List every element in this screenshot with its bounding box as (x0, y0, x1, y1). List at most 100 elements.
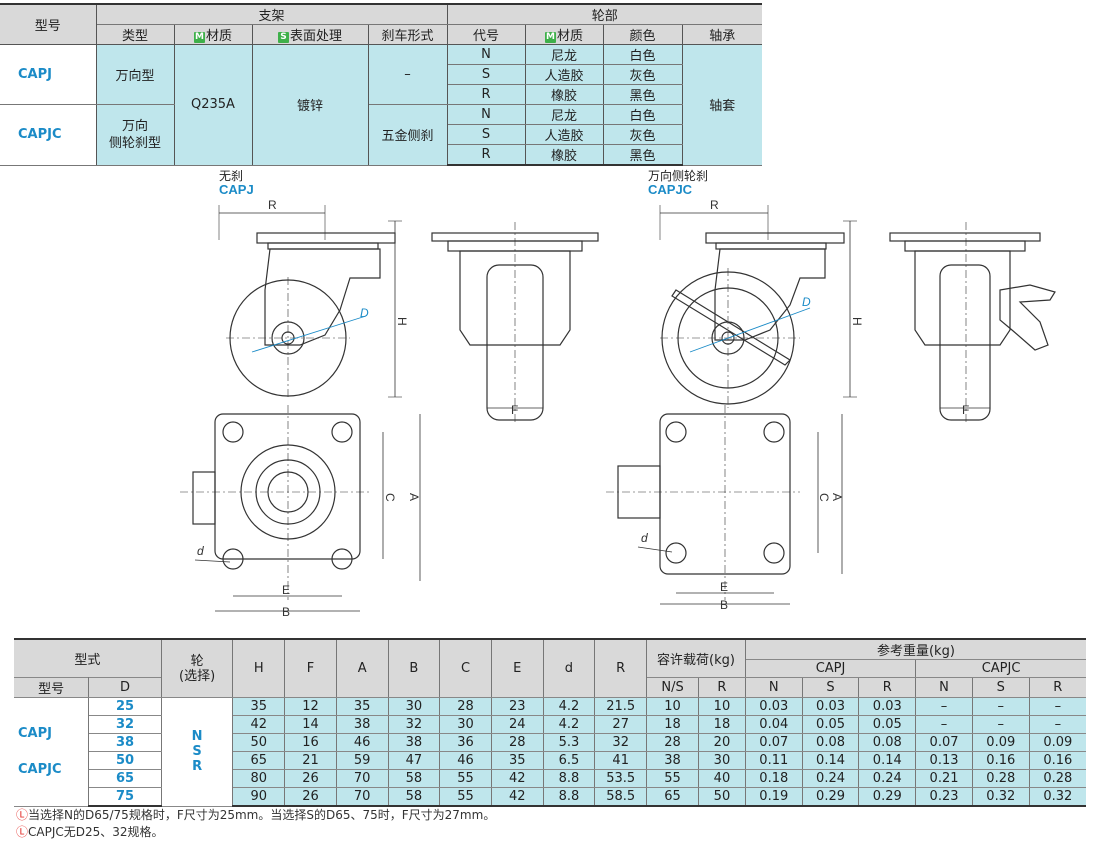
value-cell: 38 (388, 733, 441, 752)
dim-h-label: H (395, 317, 409, 326)
wheel-material: 人造胶 (525, 124, 604, 145)
dim-small-d-label: d (197, 544, 204, 558)
value-cell: – (915, 697, 973, 716)
value-cell: 6.5 (543, 751, 596, 770)
value-cell: 20 (698, 733, 746, 752)
value-cell: 26 (284, 787, 337, 807)
value-cell: 27 (594, 715, 648, 734)
warning-circle-icon: Ⓛ (16, 808, 29, 822)
value-cell: 0.13 (915, 751, 973, 770)
dim-h-label: H (850, 317, 864, 326)
header-wheel-part: 轮部 (447, 3, 762, 25)
value-cell: 41 (594, 751, 648, 770)
value-cell: 35 (336, 697, 389, 716)
value-cell: 80 (232, 769, 286, 788)
diameter-cell: 65 (88, 769, 162, 788)
value-cell: 4.2 (543, 697, 596, 716)
value-cell: 40 (698, 769, 746, 788)
surface-treatment: 镀锌 (252, 44, 369, 166)
drawing-title-capjc: 万向侧轮刹 CAPJC (648, 169, 709, 197)
value-cell: 70 (336, 787, 389, 807)
value-cell: 12 (284, 697, 337, 716)
wheel-code: R (447, 84, 526, 105)
value-cell: 0.28 (1029, 769, 1086, 788)
col-color: 颜色 (603, 24, 683, 45)
value-cell: 0.03 (802, 697, 860, 716)
value-cell: 0.32 (972, 787, 1030, 807)
value-cell: 21 (284, 751, 337, 770)
header-diameter: D (88, 677, 162, 698)
value-cell: – (972, 715, 1030, 734)
value-cell: 0.07 (915, 733, 973, 752)
dim-a-label: A (830, 493, 844, 501)
value-cell: 50 (698, 787, 746, 807)
value-cell: 0.08 (858, 733, 917, 752)
value-cell: 55 (646, 769, 699, 788)
dim-f-label: F (962, 403, 969, 417)
header-r: R (594, 638, 648, 698)
header-c: C (439, 638, 492, 698)
dim-c-label: C (383, 493, 397, 502)
value-cell: 36 (439, 733, 492, 752)
col-brake: 刹车形式 (368, 24, 448, 45)
value-cell: 0.03 (745, 697, 803, 716)
wheel-code: S (447, 124, 526, 145)
dim-b-label: B (720, 598, 728, 612)
dim-a-label: A (407, 493, 421, 501)
dim-r-label: R (268, 198, 277, 212)
value-cell: 58 (388, 769, 441, 788)
wheel-material: 人造胶 (525, 64, 604, 85)
type-side-brake: 万向侧轮刹型 (96, 104, 175, 166)
header-weight-n: N (915, 677, 973, 698)
header-style: 型式 (14, 638, 162, 678)
type-swivel: 万向型 (96, 44, 175, 105)
wheel-code: N (447, 44, 526, 65)
wheel-color: 白色 (603, 44, 683, 65)
dim-r-label: R (710, 198, 719, 212)
dim-b-label: B (282, 605, 290, 619)
value-cell: 26 (284, 769, 337, 788)
model-capjc: CAPJC (0, 104, 97, 166)
value-cell: 0.09 (972, 733, 1030, 752)
value-cell: 4.2 (543, 715, 596, 734)
model-capj: CAPJ (0, 44, 97, 105)
value-cell: 0.24 (858, 769, 917, 788)
value-cell: 24 (491, 715, 544, 734)
value-cell: 21.5 (594, 697, 648, 716)
dim-small-d-label: d (641, 531, 648, 545)
diameter-cell: 32 (88, 715, 162, 734)
value-cell: 0.32 (1029, 787, 1086, 807)
capj-front-view: F (431, 222, 599, 425)
value-cell: 50 (232, 733, 286, 752)
wheel-color: 黑色 (603, 84, 683, 105)
surface-tag-icon: S (277, 32, 289, 43)
value-cell: 0.04 (745, 715, 803, 734)
capjc-side-view: R H D (659, 198, 864, 408)
value-cell: 18 (646, 715, 699, 734)
col-type: 类型 (96, 24, 175, 45)
diameter-cell: 75 (88, 787, 162, 807)
value-cell: 28 (491, 733, 544, 752)
header-load: 容许载荷(kg) (646, 638, 746, 678)
brake-side: 五金侧刹 (368, 104, 448, 166)
header-a: A (336, 638, 389, 698)
value-cell: 38 (646, 751, 699, 770)
value-cell: 0.21 (915, 769, 973, 788)
value-cell: – (972, 697, 1030, 716)
capjc-front-view: F (889, 222, 1056, 425)
value-cell: 0.16 (1029, 751, 1086, 770)
value-cell: 58.5 (594, 787, 648, 807)
diameter-cell: 38 (88, 733, 162, 752)
wheel-color: 灰色 (603, 64, 683, 85)
value-cell: 8.8 (543, 769, 596, 788)
dim-c-label: C (817, 493, 831, 502)
value-cell: 46 (439, 751, 492, 770)
brake-none: – (368, 44, 448, 105)
footnote: ⓁCAPJC无D25、32规格。 (16, 825, 164, 839)
value-cell: 0.05 (858, 715, 917, 734)
value-cell: 0.05 (802, 715, 860, 734)
